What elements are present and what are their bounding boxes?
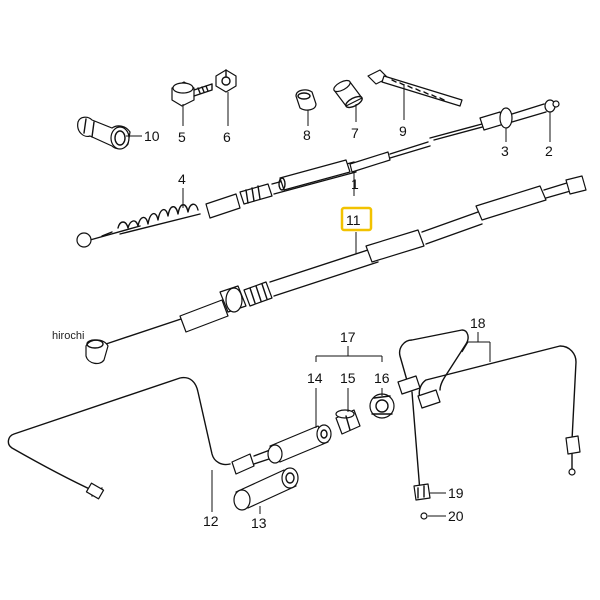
label-part-2: 2 <box>545 143 553 159</box>
part-18-bent-cables <box>397 329 581 493</box>
label-part-12: 12 <box>203 513 219 529</box>
label-part-15: 15 <box>340 370 356 386</box>
part-2-3-end-fittings <box>429 99 560 141</box>
part-7-cylinder <box>333 79 363 109</box>
part-6-nut <box>215 69 237 93</box>
part-labels: 10 5 6 8 7 9 3 2 4 1 11 hirochi 17 18 14… <box>52 123 553 531</box>
label-part-18: 18 <box>470 315 486 331</box>
label-part-8: 8 <box>303 127 311 143</box>
label-part-1: 1 <box>351 176 359 192</box>
part-8-sleeve <box>295 89 317 111</box>
label-part-6: 6 <box>223 129 231 145</box>
label-part-14: 14 <box>307 370 323 386</box>
label-part-16: 16 <box>374 370 390 386</box>
part-13-grip <box>233 467 299 511</box>
part-19-20-fittings <box>413 483 431 520</box>
part-10-rubber-boot <box>77 116 131 150</box>
leader-lines <box>126 84 551 517</box>
label-part-5: 5 <box>178 129 186 145</box>
label-part-13: 13 <box>251 515 267 531</box>
label-part-11: 11 <box>346 212 361 228</box>
label-part-20: 20 <box>448 508 464 524</box>
label-part-7: 7 <box>351 125 359 141</box>
part-12-bent-cable <box>7 376 273 500</box>
label-part-9: 9 <box>399 123 407 139</box>
part-15-bushing <box>335 409 361 435</box>
label-part-19: 19 <box>448 485 464 501</box>
part-11-long-cable <box>85 175 587 365</box>
label-part-10: 10 <box>144 128 160 144</box>
part-9-cable-tie <box>367 69 463 107</box>
label-part-3: 3 <box>501 143 509 159</box>
part-1-upper-cable <box>76 141 431 248</box>
part-14-sleeve <box>267 424 332 464</box>
label-part-17: 17 <box>340 329 356 345</box>
part-5-bolt <box>171 81 213 107</box>
watermark-text: hirochi <box>52 330 84 342</box>
label-part-4: 4 <box>178 171 186 187</box>
part-16-knob <box>369 393 395 419</box>
highlight-box <box>340 206 373 232</box>
